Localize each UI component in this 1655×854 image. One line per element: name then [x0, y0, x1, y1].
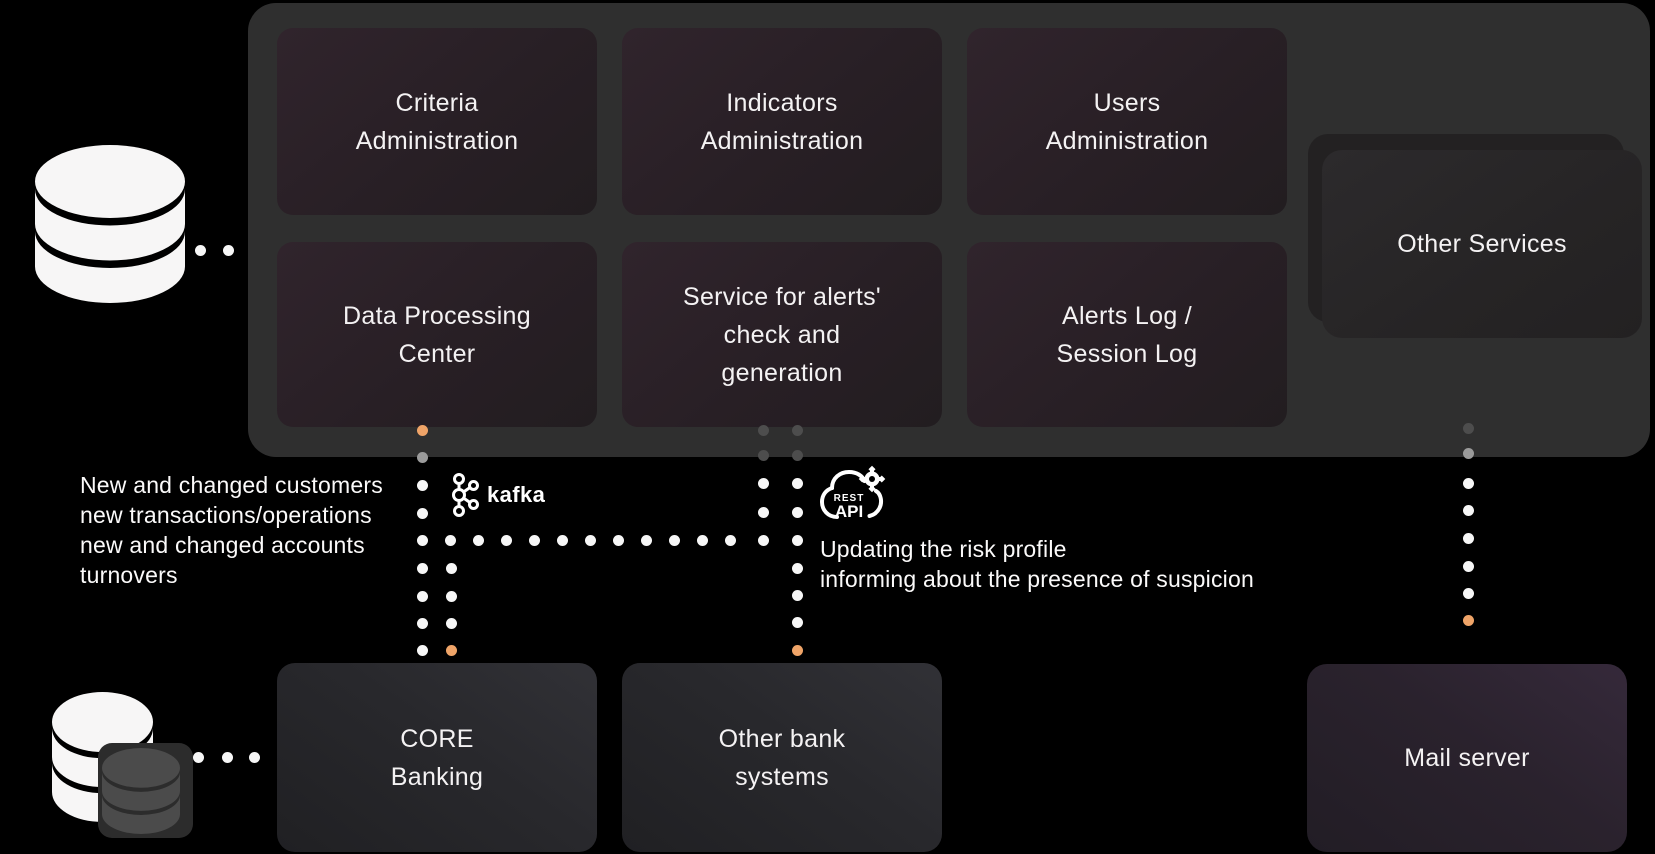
connector-dot — [791, 534, 803, 546]
connector-dot — [445, 562, 457, 574]
database-icon — [35, 145, 185, 303]
connector-dot — [612, 534, 624, 546]
connector-dot — [757, 477, 769, 489]
node-mail-server: Mail server — [1307, 664, 1627, 852]
connector-dot — [757, 449, 769, 461]
connector-dot — [757, 534, 769, 546]
connector-dot — [221, 751, 233, 763]
connector-dot — [1462, 587, 1474, 599]
connector-dot — [528, 534, 540, 546]
risk-update-note: Updating the risk profile informing abou… — [820, 536, 1254, 592]
connector-dot — [472, 534, 484, 546]
connector-dot — [416, 644, 428, 656]
node-users-administration: Users Administration — [967, 28, 1287, 215]
connector-dot — [248, 751, 260, 763]
connector-dot — [757, 506, 769, 518]
connector-dot — [1462, 447, 1474, 459]
connector-dot — [1462, 560, 1474, 572]
connector-dot — [791, 449, 803, 461]
node-indicators-administration: Indicators Administration — [622, 28, 942, 215]
connector-dot — [416, 562, 428, 574]
connector-dot — [791, 644, 803, 656]
connector-dot — [757, 424, 769, 436]
connector-dot — [416, 479, 428, 491]
node-other-services: Other Services — [1322, 150, 1642, 338]
connector-dot — [194, 244, 206, 256]
connector-dot — [445, 644, 457, 656]
kafka-wordmark: kafka — [487, 482, 546, 507]
connector-dot — [1462, 614, 1474, 626]
connector-dot — [445, 617, 457, 629]
kafka-logo: kafka — [448, 472, 545, 518]
connector-dot — [791, 424, 803, 436]
connector-dot — [416, 617, 428, 629]
source-data-note: New and changed customers new transactio… — [80, 472, 383, 588]
node-data-processing-center: Data Processing Center — [277, 242, 597, 427]
connector-dot — [1462, 477, 1474, 489]
connector-dot — [192, 751, 204, 763]
connector-dot — [1462, 504, 1474, 516]
connector-dot — [696, 534, 708, 546]
connector-dot — [416, 534, 428, 546]
node-other-bank-systems: Other bank systems — [622, 663, 942, 852]
connector-dot — [445, 590, 457, 602]
connector-dot — [668, 534, 680, 546]
node-core-banking: CORE Banking — [277, 663, 597, 852]
connector-dot — [791, 506, 803, 518]
rest-api-label-top: REST — [834, 493, 865, 504]
gear-icon — [858, 465, 886, 493]
database-icon-dark-small — [102, 748, 180, 834]
connector-dot — [500, 534, 512, 546]
connector-dot — [791, 589, 803, 601]
connector-dot — [724, 534, 736, 546]
node-alerts-log-session-log: Alerts Log / Session Log — [967, 242, 1287, 427]
connector-dot — [416, 590, 428, 602]
rest-api-label-bottom: API — [835, 502, 863, 521]
connector-dot — [640, 534, 652, 546]
connector-dot — [1462, 422, 1474, 434]
connector-dot — [556, 534, 568, 546]
kafka-icon — [452, 473, 479, 517]
connector-dot — [791, 477, 803, 489]
connector-dot — [791, 616, 803, 628]
connector-dot — [416, 451, 428, 463]
connector-dot — [1462, 532, 1474, 544]
rest-api-icon: REST API — [819, 465, 886, 521]
connector-dot — [222, 244, 234, 256]
connector-dot — [416, 424, 428, 436]
node-criteria-administration: Criteria Administration — [277, 28, 597, 215]
connector-dot — [791, 562, 803, 574]
connector-dot — [584, 534, 596, 546]
node-service-alerts-check-generation: Service for alerts' check and generation — [622, 242, 942, 427]
connector-dot — [416, 507, 428, 519]
connector-dot — [444, 534, 456, 546]
